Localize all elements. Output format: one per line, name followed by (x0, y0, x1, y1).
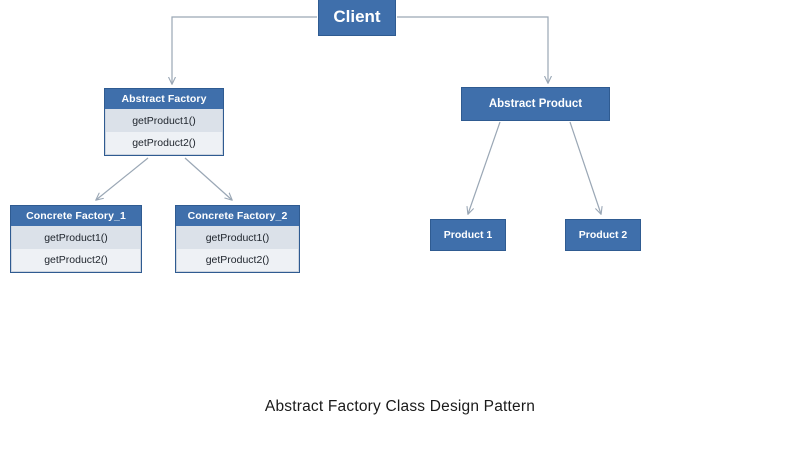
node-concrete-factory-2-title: Concrete Factory_2 (176, 206, 299, 226)
node-concrete-factory-1-method: getProduct1() (11, 226, 141, 249)
node-abstract-product-title: Abstract Product (488, 98, 583, 110)
node-abstract-factory-method: getProduct1() (105, 109, 223, 132)
node-product-1[interactable]: Product 1 (430, 219, 506, 251)
node-client-label: Client (333, 7, 381, 26)
node-client[interactable]: Client (318, 0, 396, 36)
node-product-1-label: Product 1 (443, 229, 493, 241)
node-concrete-factory-1-method: getProduct2() (11, 249, 141, 272)
diagram-caption: Abstract Factory Class Design Pattern (264, 398, 536, 415)
edge-abstract-factory-to-concrete-factory-1 (96, 157, 149, 200)
node-concrete-factory-2-method: getProduct2() (176, 249, 299, 272)
node-concrete-factory-1-title: Concrete Factory_1 (11, 206, 141, 226)
edge-abstract-product-to-product-1 (468, 121, 501, 214)
edge-abstract-product-to-product-2 (569, 121, 601, 214)
node-concrete-factory-2-method: getProduct1() (176, 226, 299, 249)
node-abstract-factory-method: getProduct2() (105, 132, 223, 155)
node-abstract-factory[interactable]: Abstract Factory getProduct1() getProduc… (104, 88, 224, 156)
edge-abstract-factory-to-concrete-factory-2 (184, 157, 232, 200)
node-product-2-label: Product 2 (578, 229, 628, 241)
node-abstract-product[interactable]: Abstract Product (461, 87, 610, 121)
node-concrete-factory-1[interactable]: Concrete Factory_1 getProduct1() getProd… (10, 205, 142, 273)
edge-client-to-abstract-factory (172, 16, 317, 84)
edge-client-to-abstract-product (397, 16, 548, 83)
node-abstract-factory-title: Abstract Factory (105, 89, 223, 109)
node-product-2[interactable]: Product 2 (565, 219, 641, 251)
node-concrete-factory-2[interactable]: Concrete Factory_2 getProduct1() getProd… (175, 205, 300, 273)
